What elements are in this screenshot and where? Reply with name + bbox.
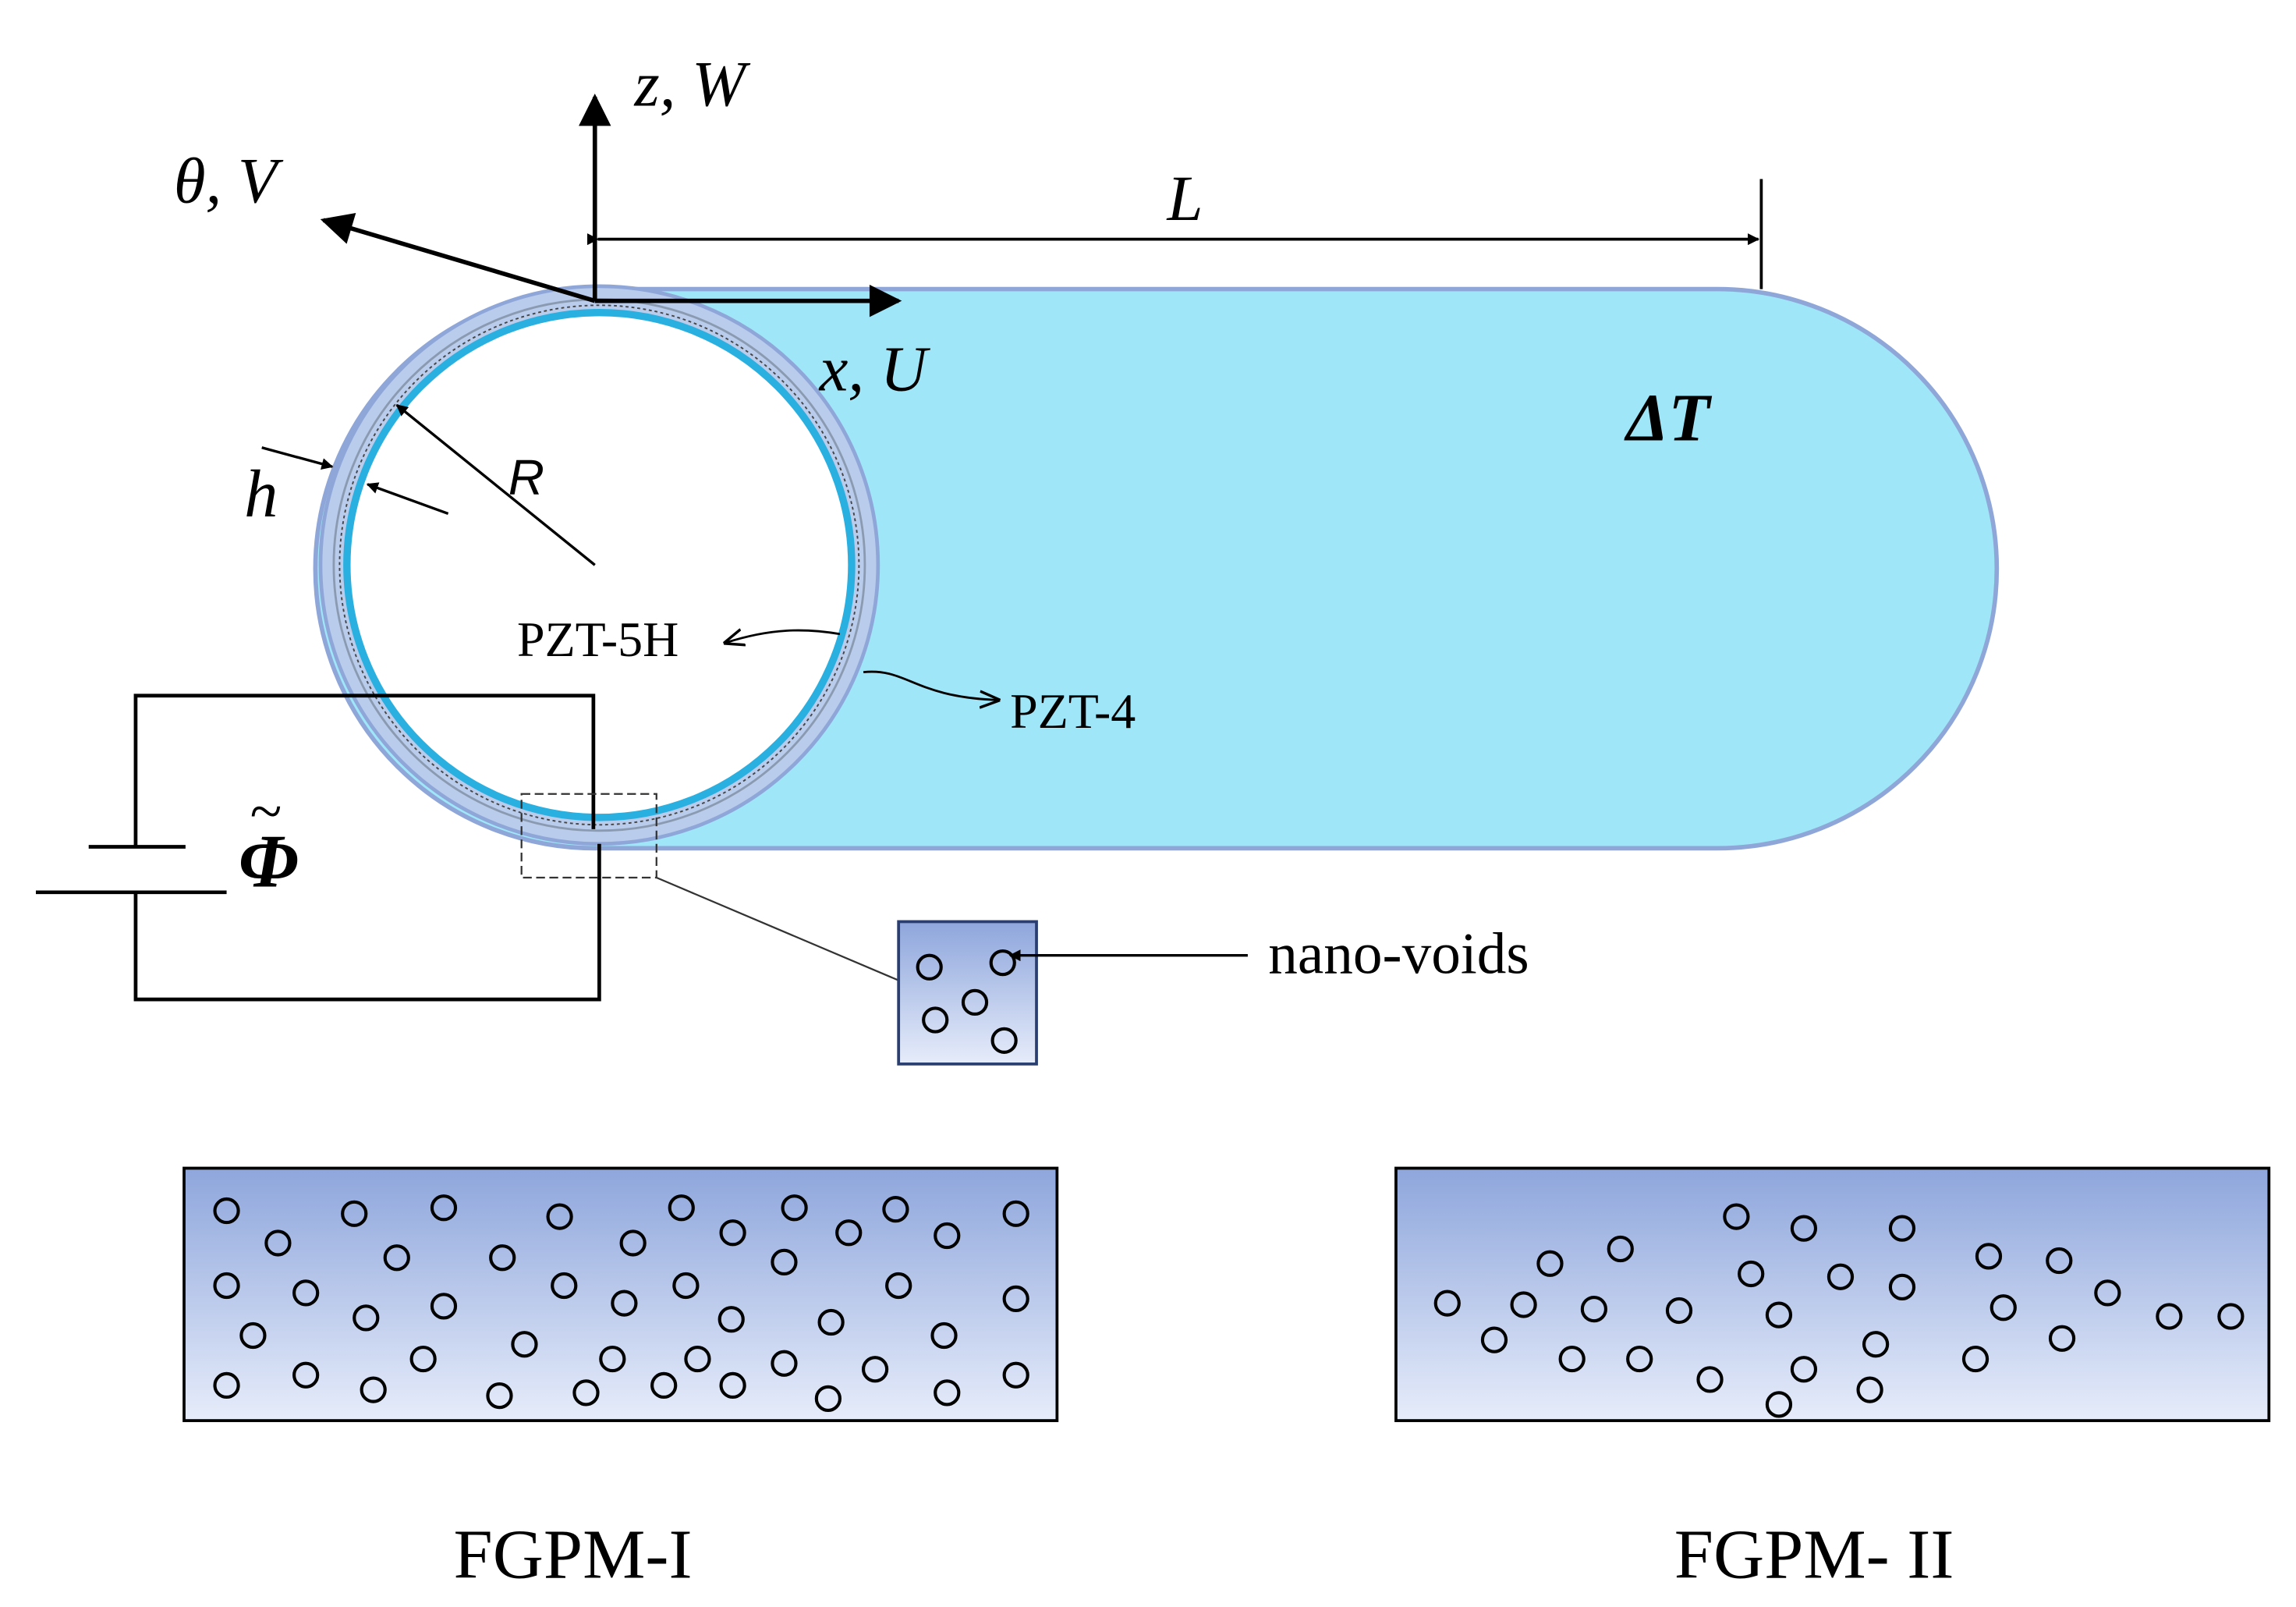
- fgpm1-label: FGPM-I: [453, 1515, 692, 1593]
- temperature-label: ΔT: [1624, 380, 1712, 455]
- radius-label: R: [508, 449, 544, 506]
- potential-tilde: ~: [250, 779, 282, 844]
- outer-layer-label: PZT-4: [1010, 683, 1136, 739]
- fgpm2-label: FGPM- II: [1674, 1515, 1954, 1593]
- outer-layer-pointer: [863, 670, 998, 700]
- zoom-region: [520, 793, 657, 879]
- voids-label: nano-voids: [1268, 921, 1529, 986]
- radius-arrow: [395, 403, 596, 566]
- theta-axis-label: θ, V: [174, 145, 284, 217]
- electric-circuit: [35, 694, 601, 1002]
- x-axis-label: x, U: [818, 332, 931, 404]
- z-axis-label: z, W: [634, 48, 752, 119]
- thickness-arrow-outer: [261, 446, 334, 470]
- fgpm1-panel: [182, 1166, 1059, 1422]
- potential-label: Φ: [239, 819, 299, 903]
- thickness-arrow-inner: [366, 482, 449, 516]
- thickness-label: h: [244, 456, 278, 531]
- fgpm2-voids: [1433, 1203, 2245, 1418]
- fgpm2-panel: [1394, 1166, 2271, 1422]
- length-label: L: [1166, 162, 1203, 234]
- inset-voids: [916, 949, 1018, 1054]
- theta-axis-arrow: [320, 212, 596, 303]
- tube-cross-section: [318, 284, 880, 846]
- zoom-connector: [656, 876, 899, 981]
- fgpm1-voids: [213, 1194, 1029, 1412]
- inner-layer-pointer: [725, 630, 841, 643]
- inner-layer-label: PZT-5H: [517, 612, 679, 667]
